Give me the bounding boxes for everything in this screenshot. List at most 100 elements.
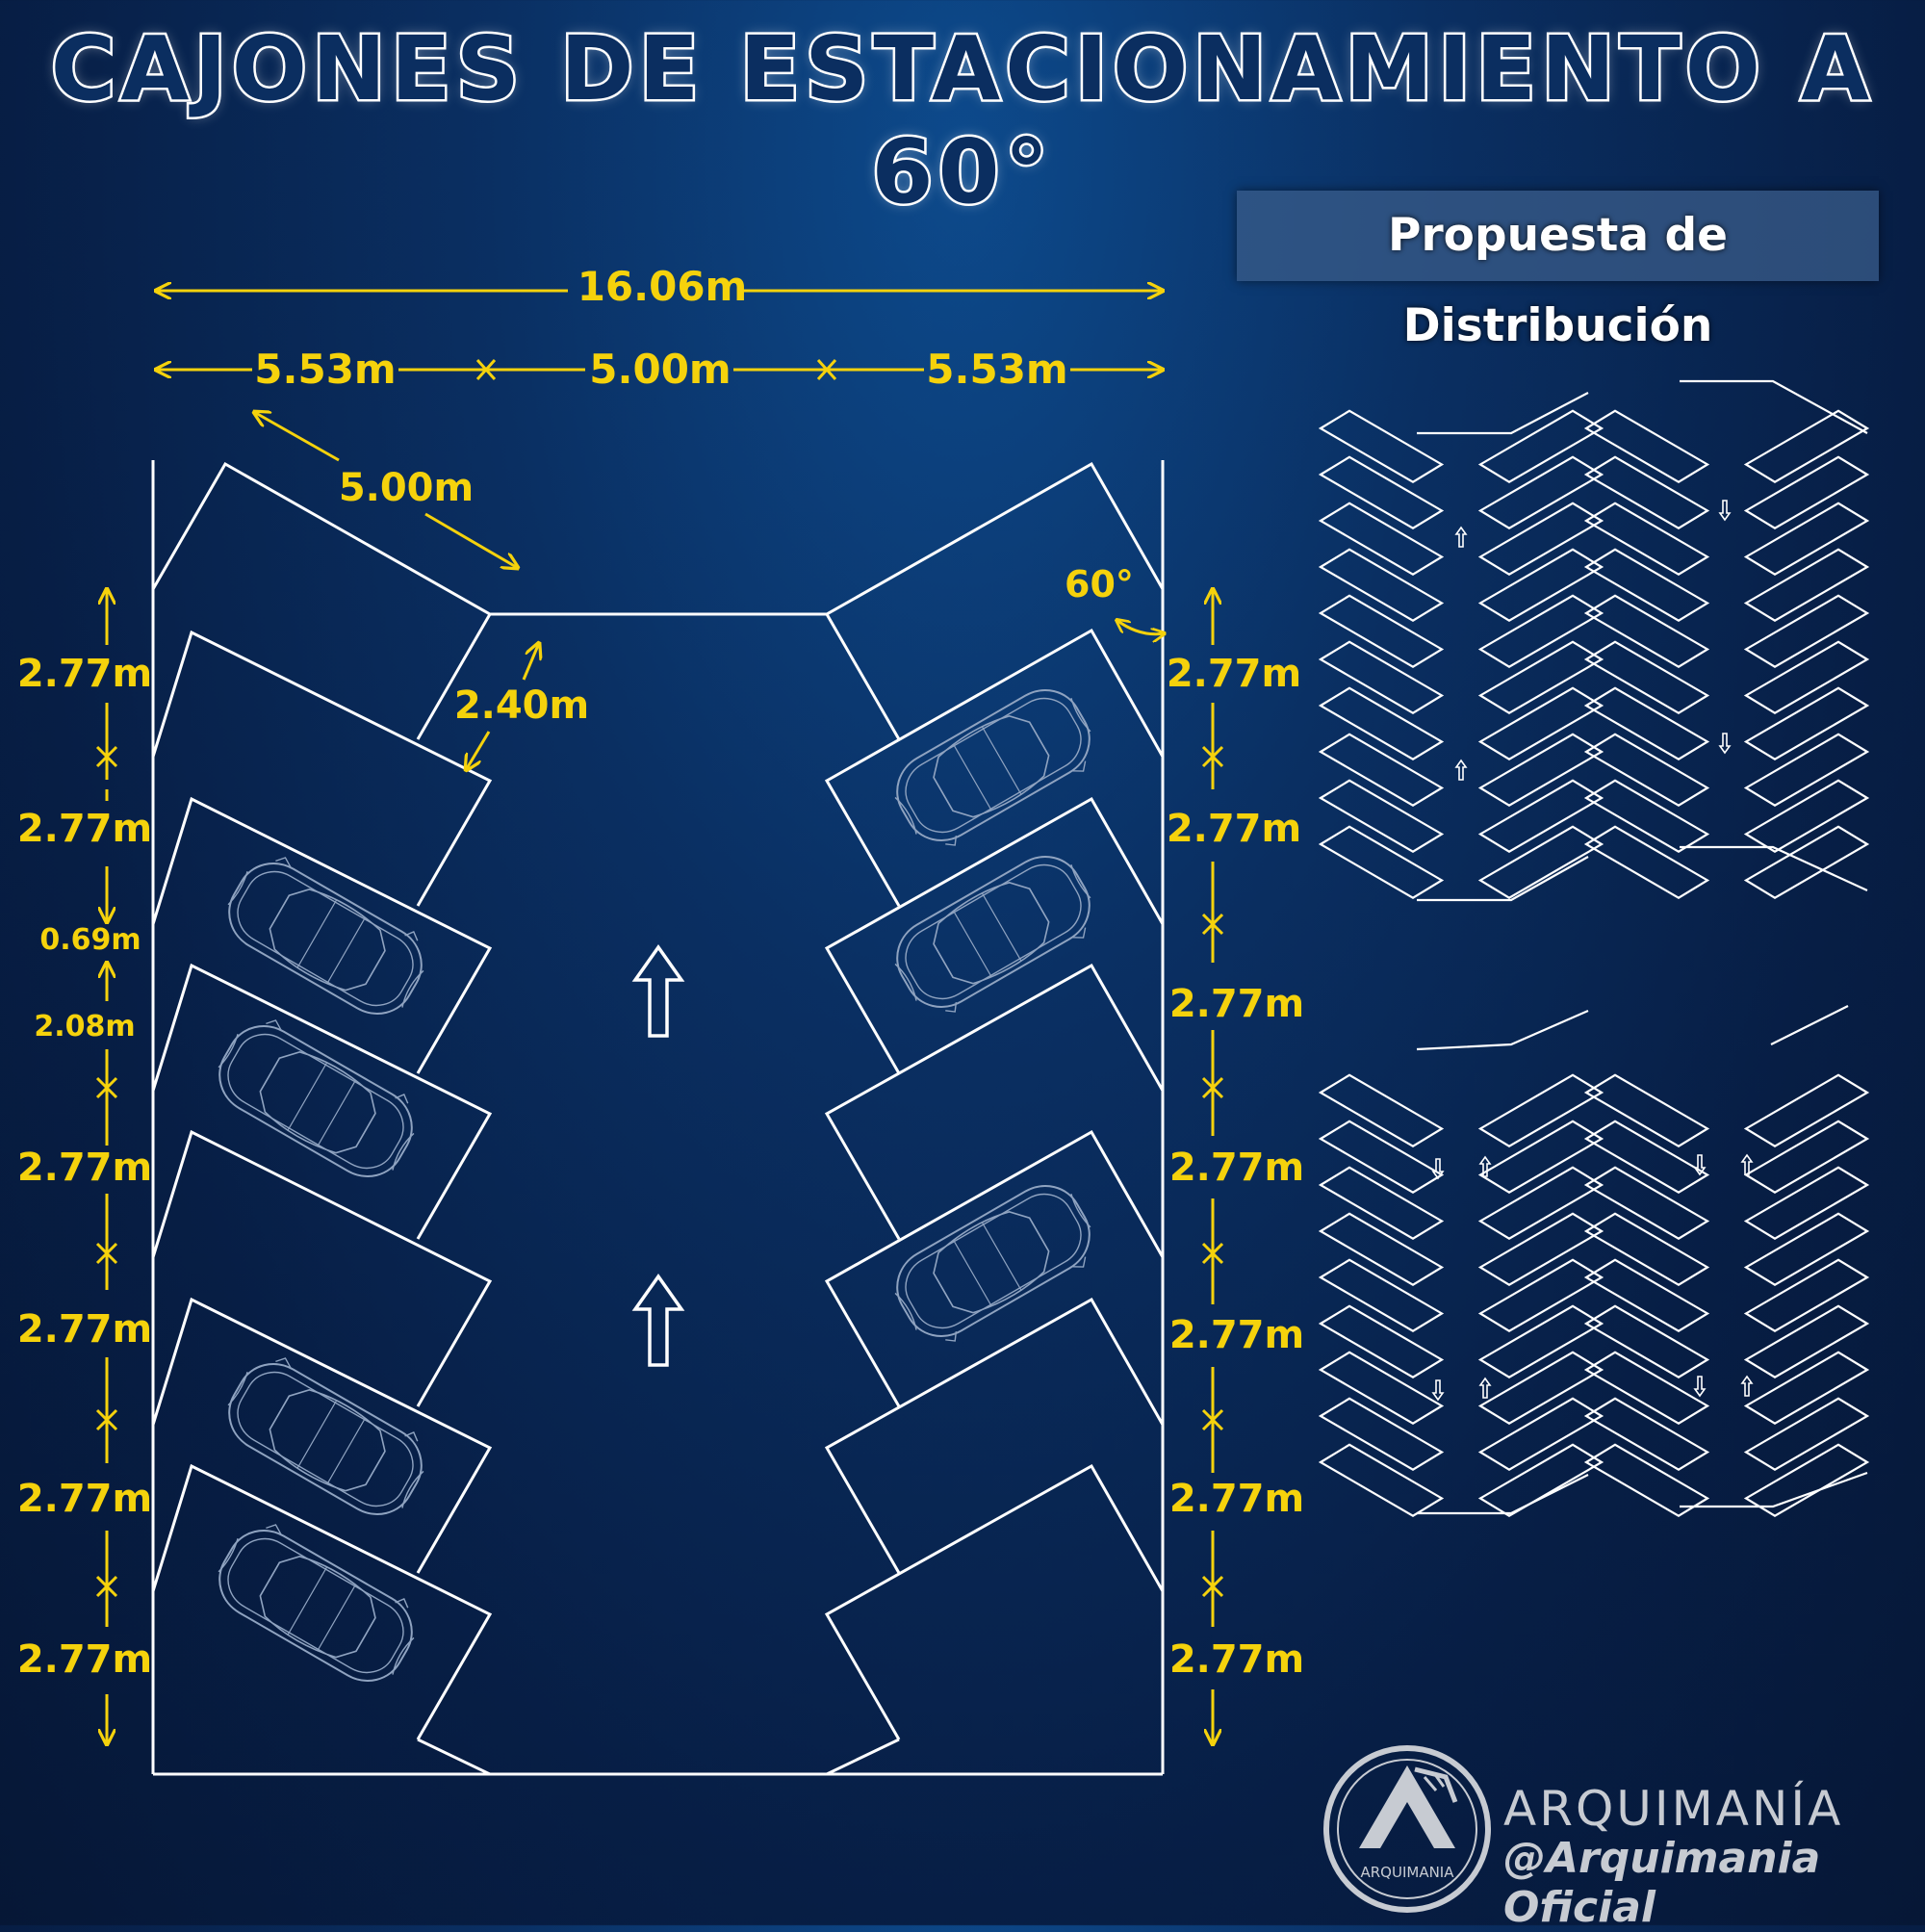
- up-arrow-icon: [1455, 760, 1467, 781]
- mini-stall: [1318, 1351, 1445, 1425]
- stall-length-label: 5.00m: [339, 466, 474, 510]
- mini-stall: [1318, 502, 1445, 576]
- car-icon: [215, 1344, 439, 1530]
- mini-stall: [1583, 1304, 1710, 1378]
- mini-stall: [1477, 1212, 1604, 1286]
- subtitle: Propuesta de Distribución: [1388, 209, 1728, 352]
- mini-stall: [1477, 825, 1604, 899]
- mini-stall: [1583, 594, 1710, 668]
- mini-stall: [1477, 502, 1604, 576]
- mini-stall: [1743, 1212, 1870, 1286]
- mini-stall: [1583, 1166, 1710, 1240]
- left-dim-4: 2.08m: [34, 1010, 135, 1043]
- right-stalls: [824, 461, 1165, 1776]
- down-arrow-icon: [1694, 1376, 1706, 1397]
- mini-stall: [1583, 686, 1710, 760]
- car-icon: [215, 843, 439, 1029]
- mini-aisle-edge: [1680, 1471, 1868, 1508]
- mini-stall: [1583, 455, 1710, 529]
- mini-stall: [1477, 779, 1604, 853]
- mini-stall: [1477, 733, 1604, 807]
- up-arrow-icon: [633, 1275, 683, 1367]
- mini-stall: [1583, 1443, 1710, 1517]
- left-depth-label: 5.53m: [254, 346, 396, 393]
- car-icon: [883, 841, 1107, 1027]
- mini-stall: [1318, 1304, 1445, 1378]
- mini-stall: [1477, 686, 1604, 760]
- down-arrow-icon: [1719, 500, 1731, 521]
- mini-stall: [1583, 1258, 1710, 1332]
- mini-aisle-edge: [1417, 392, 1589, 435]
- mini-aisle-edge: [1417, 856, 1589, 902]
- mini-stall: [1583, 1212, 1710, 1286]
- down-arrow-icon: [1719, 733, 1731, 754]
- mini-stall: [1477, 594, 1604, 668]
- mini-aisle-edge: [1770, 1005, 1849, 1045]
- left-dim-5: 2.77m: [17, 1146, 152, 1190]
- car-icon: [205, 1510, 429, 1696]
- mini-aisle-edge: [1417, 1474, 1589, 1515]
- mini-stall: [1477, 409, 1604, 483]
- mini-stall: [1318, 1397, 1445, 1471]
- mini-stall: [1318, 594, 1445, 668]
- arquimania-logo-icon: ARQUIMANIA: [1323, 1745, 1491, 1913]
- logo-handle: @Arquimania Oficial: [1503, 1834, 1821, 1932]
- mini-stall: [1477, 548, 1604, 622]
- car-icon: [205, 1006, 429, 1192]
- right-dim-3: 2.77m: [1169, 982, 1304, 1026]
- mini-stall: [1318, 1073, 1445, 1147]
- mini-stall: [1743, 548, 1870, 622]
- mini-stall: [1743, 1304, 1870, 1378]
- mini-stall: [1743, 1120, 1870, 1194]
- mini-stall: [1318, 1166, 1445, 1240]
- mini-stall: [1318, 1258, 1445, 1332]
- right-dim-1: 2.77m: [1167, 652, 1301, 696]
- mini-stall: [1318, 548, 1445, 622]
- dimension-labels: 16.06m 5.53m 5.00m 5.53m 5.00m 2.40m 60°…: [17, 263, 1304, 1682]
- mini-stall: [1477, 640, 1604, 714]
- left-dim-2: 2.77m: [17, 807, 152, 851]
- mini-stall: [1318, 409, 1445, 483]
- mini-stall: [1583, 825, 1710, 899]
- mini-stall: [1477, 1443, 1604, 1517]
- mini-stall: [1318, 825, 1445, 899]
- mini-stall: [1583, 1120, 1710, 1194]
- page-title: CAJONES DE ESTACIONAMIENTO A 60°: [48, 15, 1875, 226]
- mini-stall: [1477, 1351, 1604, 1425]
- mini-stall: [1743, 1258, 1870, 1332]
- subtitle-box: Propuesta de Distribución: [1237, 191, 1879, 352]
- mini-stall: [1583, 548, 1710, 622]
- mini-aisle-edge: [1416, 1009, 1589, 1051]
- mini-stall: [1477, 1397, 1604, 1471]
- total-width-label: 16.06m: [578, 263, 748, 310]
- mini-stall: [1477, 1258, 1604, 1332]
- down-arrow-icon: [1432, 1379, 1444, 1401]
- mini-stall: [1743, 733, 1870, 807]
- mini-stall: [1583, 1397, 1710, 1471]
- up-arrow-icon: [633, 945, 683, 1038]
- mini-stall: [1477, 1304, 1604, 1378]
- stall-width-label: 2.40m: [454, 683, 589, 728]
- left-stalls: [151, 461, 493, 1776]
- aisle-width-label: 5.00m: [589, 346, 731, 393]
- car-icon: [883, 675, 1107, 861]
- mini-stall: [1318, 455, 1445, 529]
- mini-stall: [1743, 1073, 1870, 1147]
- mini-stall: [1477, 455, 1604, 529]
- mini-stall: [1318, 779, 1445, 853]
- mini-stall: [1743, 1166, 1870, 1240]
- mini-stall: [1743, 686, 1870, 760]
- mini-stall: [1743, 1443, 1870, 1517]
- right-dim-7: 2.77m: [1169, 1637, 1304, 1682]
- mini-stall: [1743, 640, 1870, 714]
- left-dim-1: 2.77m: [17, 652, 152, 696]
- mini-stall: [1743, 825, 1870, 899]
- right-dim-4: 2.77m: [1169, 1146, 1304, 1190]
- mini-stall: [1743, 502, 1870, 576]
- up-arrow-icon: [1741, 1376, 1753, 1397]
- mini-stall: [1743, 455, 1870, 529]
- mini-aisle-edge: [1680, 845, 1868, 891]
- mini-stall: [1743, 594, 1870, 668]
- mini-stall: [1477, 1166, 1604, 1240]
